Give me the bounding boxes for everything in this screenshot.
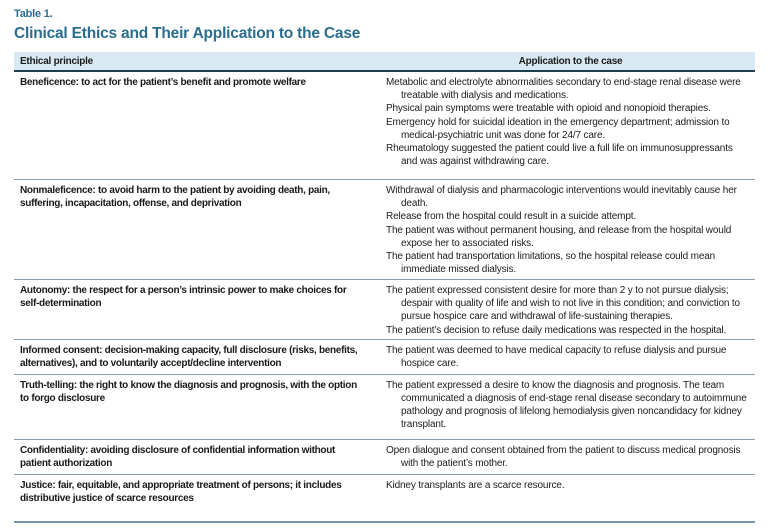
application-cell: Kidney transplants are a scarce resource… [386, 479, 755, 519]
principle-cell: Beneficence: to act for the patient’s be… [20, 77, 306, 88]
table-row-autonomy: Autonomy: the respect for a person’s int… [14, 280, 755, 340]
application-item: The patient’s decision to refuse daily m… [386, 324, 727, 336]
table-label: Table 1. [14, 8, 53, 20]
table-header-row: Ethical principle Application to the cas… [14, 52, 755, 72]
application-cell: Withdrawal of dialysis and pharmacologic… [386, 184, 755, 277]
principle-cell: Informed consent: decision-making capaci… [20, 344, 358, 370]
table-row-nonmaleficence: Nonmaleficence: to avoid harm to the pat… [14, 180, 755, 280]
principle-cell: Justice: fair, equitable, and appropriat… [20, 479, 342, 505]
application-item: Kidney transplants are a scarce resource… [386, 479, 565, 491]
table-row-confidentiality: Confidentiality: avoiding disclosure of … [14, 440, 755, 475]
article-table-figure: Table 1. Clinical Ethics and Their Appli… [14, 8, 755, 523]
application-cell: Metabolic and electrolyte abnormalities … [386, 76, 755, 177]
application-item: The patient expressed consistent desire … [386, 285, 740, 323]
column-header-ethical-principle: Ethical principle [20, 55, 93, 67]
application-item: Physical pain symptoms were treatable wi… [386, 103, 711, 115]
principle-cell: Confidentiality: avoiding disclosure of … [20, 444, 336, 470]
table-title: Clinical Ethics and Their Application to… [14, 25, 361, 42]
table-row-truth-telling: Truth-telling: the right to know the dia… [14, 375, 755, 440]
application-item: Open dialogue and consent obtained from … [386, 444, 741, 470]
principle-cell: Autonomy: the respect for a person’s int… [20, 285, 347, 310]
table-row-informed-consent: Informed consent: decision-making capaci… [14, 340, 755, 375]
table-row-beneficence: Beneficence: to act for the patient’s be… [14, 72, 755, 180]
application-cell: Open dialogue and consent obtained from … [386, 444, 755, 472]
table-row-justice: Justice: fair, equitable, and appropriat… [14, 475, 755, 523]
application-item: The patient was deemed to have medical c… [386, 344, 727, 370]
application-cell: The patient expressed a desire to know t… [386, 379, 755, 437]
application-item: Rheumatology suggested the patient could… [386, 143, 733, 168]
application-item: The patient expressed a desire to know t… [386, 379, 747, 431]
column-header-application: Application to the case [518, 55, 623, 67]
principle-cell: Nonmaleficence: to avoid harm to the pat… [20, 185, 330, 210]
application-cell: The patient expressed consistent desire … [386, 284, 755, 337]
ethics-table: Ethical principle Application to the cas… [14, 52, 755, 523]
application-item: Emergency hold for suicidal ideation in … [386, 116, 730, 141]
application-item: Withdrawal of dialysis and pharmacologic… [386, 185, 737, 210]
application-item: The patient had transportation limitatio… [386, 251, 716, 276]
application-item: Metabolic and electrolyte abnormalities … [386, 77, 741, 102]
application-cell: The patient was deemed to have medical c… [386, 344, 755, 372]
principle-cell: Truth-telling: the right to know the dia… [20, 379, 357, 405]
application-item: The patient was without permanent housin… [386, 224, 732, 249]
application-item: Release from the hospital could result i… [386, 211, 637, 223]
